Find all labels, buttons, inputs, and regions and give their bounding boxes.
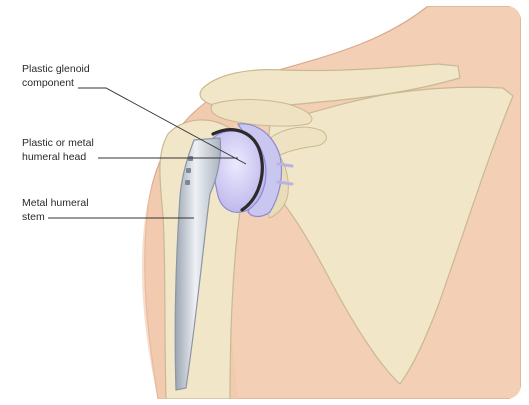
label-stem-line2: stem	[22, 211, 45, 223]
glenoid-peg-2	[278, 182, 292, 184]
stem-hole-2	[186, 168, 191, 173]
stem-hole-3	[185, 180, 190, 185]
shoulder-replacement-diagram: Plastic glenoid component Plastic or met…	[8, 6, 521, 399]
label-head-line2: humeral head	[22, 151, 86, 163]
illustration-frame: Plastic glenoid component Plastic or met…	[8, 6, 521, 399]
stem-hole-1	[188, 156, 193, 161]
glenoid-peg-1	[278, 164, 292, 166]
label-stem-line1: Metal humeral	[22, 197, 89, 209]
label-glenoid-line2: component	[22, 77, 74, 89]
label-head-line1: Plastic or metal	[22, 137, 94, 149]
label-glenoid-line1: Plastic glenoid	[22, 63, 90, 75]
